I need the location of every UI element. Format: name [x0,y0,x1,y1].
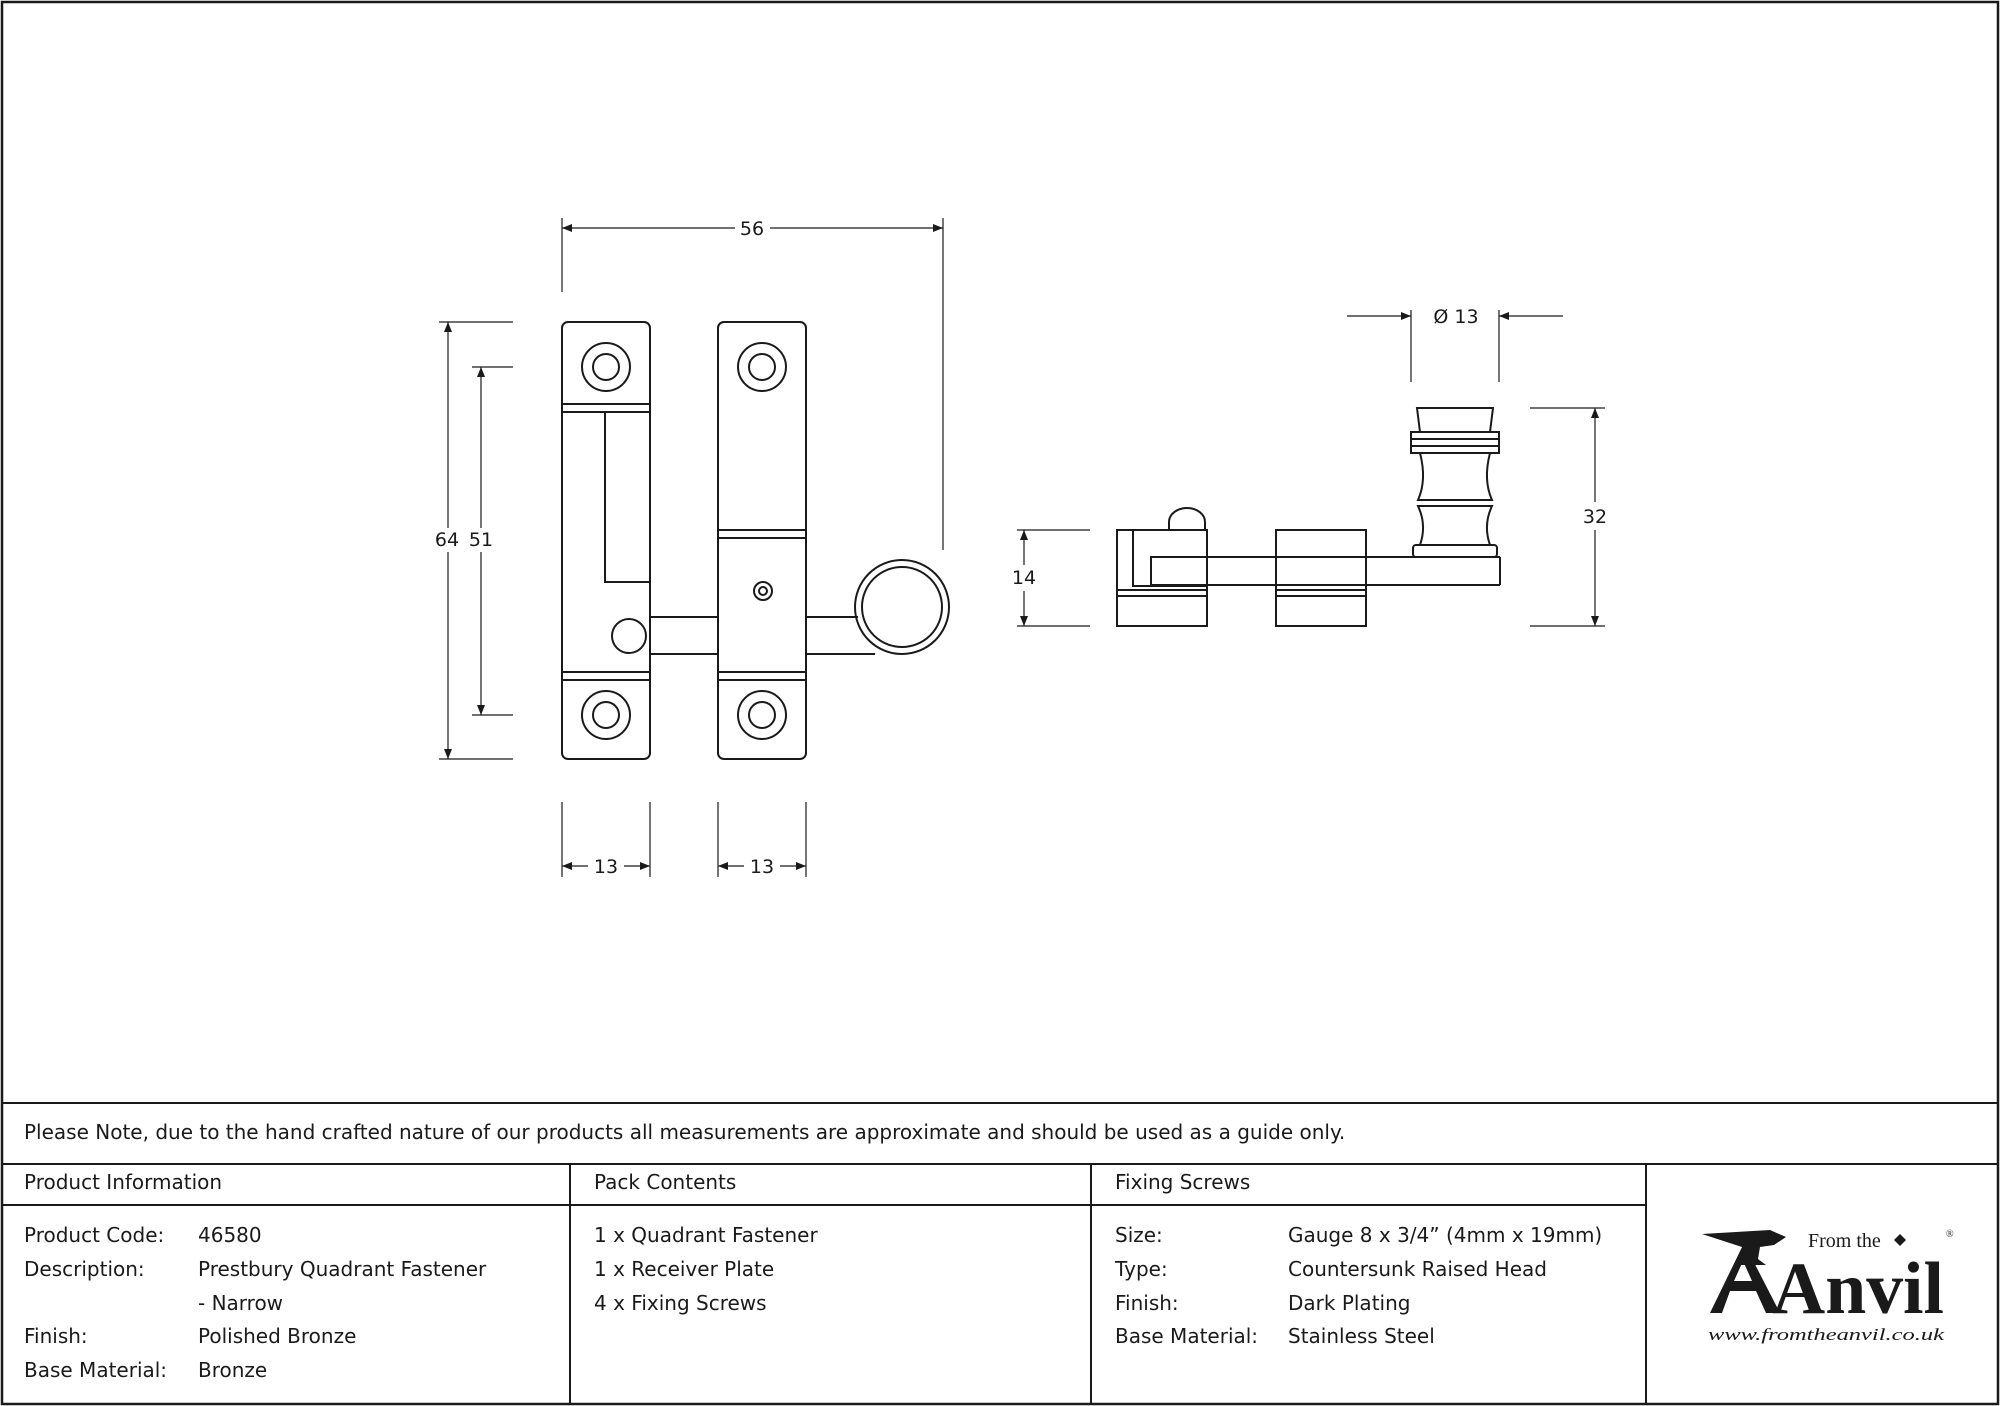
screw-type-label: Type: [1115,1257,1168,1281]
side-knob-base [1412,544,1498,558]
logo-brand: Anvil [1772,1248,1944,1330]
dim-overall-height: 64 [435,529,459,551]
table-grid [2,1102,1998,1404]
description-label: Description: [24,1257,145,1281]
logo-from-the: From the [1808,1230,1881,1252]
dim-side-height: 14 [1012,567,1036,589]
front-view [561,321,950,760]
side-pivot-block [1275,529,1367,627]
dim-plate-width-left: 13 [594,856,618,878]
product-code-value: 46580 [198,1223,262,1247]
from-the-anvil-logo: From the ® Anvil www.fromtheanvil.co.uk [1702,1229,1954,1344]
screw-material-label: Base Material: [1115,1324,1259,1348]
side-receiver [1116,529,1208,627]
fixing-screws-heading: Fixing Screws [1115,1170,1251,1194]
finish-label: Finish: [24,1324,88,1348]
screw-material-value: Stainless Steel [1288,1324,1435,1348]
screw-size-label: Size: [1115,1223,1163,1247]
screw-finish-value: Dark Plating [1288,1291,1411,1315]
side-view [1116,407,1501,627]
diamond-icon [1894,1234,1906,1246]
bar-end-icon [611,618,647,654]
side-dimensions [1017,310,1605,627]
dim-knob-height: 32 [1583,506,1607,528]
knob-icon [854,559,950,655]
dim-plate-width-right: 13 [750,856,774,878]
pack-item: 1 x Quadrant Fastener [594,1223,818,1247]
screw-size-value: Gauge 8 x 3/4” (4mm x 19mm) [1288,1223,1603,1247]
dim-overall-width: 56 [740,218,764,240]
screw-hole-icon [737,690,787,740]
front-dimensions [439,218,944,877]
base-material-value: Bronze [198,1358,268,1382]
screw-hole-icon [737,342,787,392]
screw-finish-label: Finish: [1115,1291,1179,1315]
product-code-label: Product Code: [24,1223,165,1247]
pivot-icon [753,581,773,601]
description-value-cont: - Narrow [198,1291,284,1315]
screw-type-value: Countersunk Raised Head [1288,1257,1547,1281]
side-knob-cap [1415,407,1495,433]
base-material-label: Base Material: [24,1358,168,1382]
receiver-plate [561,321,651,760]
fastener-plate [717,321,807,760]
pack-item: 1 x Receiver Plate [594,1257,775,1281]
dim-hole-centres: 51 [469,529,493,551]
screw-hole-icon [581,690,631,740]
finish-value: Polished Bronze [198,1324,357,1348]
side-catch [1150,556,1208,587]
pack-item: 4 x Fixing Screws [594,1291,767,1315]
product-info-heading: Product Information [24,1170,223,1194]
dim-knob-diameter: Ø 13 [1433,306,1478,328]
pack-contents-heading: Pack Contents [594,1170,737,1194]
measurement-note: Please Note, due to the hand crafted nat… [24,1120,1346,1144]
logo-url: www.fromtheanvil.co.uk [1708,1325,1945,1344]
logo-registered: ® [1946,1229,1954,1240]
screw-hole-icon [581,342,631,392]
description-value: Prestbury Quadrant Fastener [198,1257,487,1281]
